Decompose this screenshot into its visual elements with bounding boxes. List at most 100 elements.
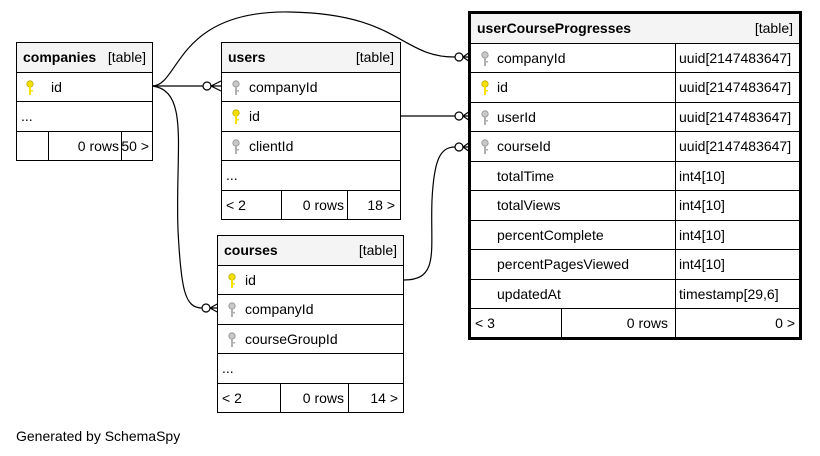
- footer-row: 0 rows 50 >: [17, 131, 152, 160]
- column-row[interactable]: id: [222, 102, 400, 132]
- column-name: id: [245, 271, 256, 288]
- table-companies[interactable]: companies [table] id ... 0 rows 50 >: [16, 42, 153, 161]
- column-type: int4[10]: [679, 226, 725, 243]
- column-name: courseId: [497, 138, 551, 154]
- column-type: int4[10]: [679, 256, 725, 272]
- column-row[interactable]: userId uuid[2147483647]: [471, 102, 799, 132]
- column-type: uuid[2147483647]: [679, 79, 792, 95]
- ellipsis: ...: [222, 360, 234, 376]
- footer-parents: < 2: [222, 389, 242, 406]
- divider: [675, 73, 676, 102]
- divider: [675, 279, 676, 308]
- column-row[interactable]: courseId uuid[2147483647]: [471, 132, 799, 162]
- column-name: id: [497, 79, 508, 95]
- column-name: userId: [497, 108, 536, 125]
- foreign-key-icon: [232, 79, 240, 95]
- footer-row: < 2 0 rows 18 >: [222, 190, 400, 219]
- column-type: timestamp[29,6]: [679, 285, 779, 302]
- column-name: id: [249, 108, 260, 124]
- column-row[interactable]: percentPagesViewed int4[10]: [471, 250, 799, 280]
- column-type: uuid[2147483647]: [679, 49, 792, 66]
- column-name: updatedAt: [497, 285, 561, 302]
- table-header: companies [table]: [17, 43, 152, 73]
- relation-companies-courses: [151, 85, 203, 309]
- table-type: [table]: [358, 242, 397, 258]
- column-row[interactable]: courseGroupId: [218, 325, 403, 354]
- column-row[interactable]: totalTime int4[10]: [471, 161, 799, 191]
- column-row[interactable]: clientId: [222, 132, 400, 161]
- column-row[interactable]: companyId uuid[2147483647]: [471, 43, 799, 73]
- column-row[interactable]: companyId: [218, 295, 403, 325]
- table-name: courses: [224, 242, 278, 258]
- column-name: totalTime: [497, 167, 555, 184]
- divider: [281, 190, 282, 219]
- table-header: userCourseProgresses [table]: [471, 14, 799, 44]
- footer-rows: 0 rows: [302, 196, 344, 213]
- footer-children: 14 >: [370, 389, 398, 406]
- column-name: companyId: [249, 78, 318, 95]
- divider: [48, 131, 49, 160]
- connector-circle: [454, 52, 464, 62]
- column-row[interactable]: percentComplete int4[10]: [471, 220, 799, 250]
- table-name: companies: [23, 49, 97, 65]
- divider: [675, 250, 676, 279]
- connector-circle: [454, 111, 464, 121]
- table-userCourseProgresses[interactable]: userCourseProgresses [table] companyId u…: [468, 11, 802, 340]
- divider: [561, 309, 562, 337]
- column-row[interactable]: id: [218, 266, 403, 295]
- connector-circle: [202, 81, 212, 91]
- column-row[interactable]: companyId: [222, 73, 400, 102]
- divider: [675, 309, 676, 337]
- foreign-key-icon: [481, 50, 489, 66]
- table-name: users: [228, 49, 266, 65]
- divider: [675, 161, 676, 190]
- column-row[interactable]: id: [17, 73, 152, 102]
- crowfoot-marker: [210, 80, 222, 92]
- foreign-key-icon: [228, 331, 236, 347]
- relation-companies-progress: [151, 11, 456, 87]
- table-header: courses [table]: [218, 236, 403, 266]
- table-users[interactable]: users [table] companyId id clientId ... …: [221, 42, 401, 220]
- footer-children: 18 >: [367, 196, 395, 213]
- generated-by-label: Generated by SchemaSpy: [16, 428, 181, 444]
- foreign-key-icon: [481, 109, 489, 125]
- divider: [280, 383, 281, 412]
- foreign-key-icon: [232, 138, 240, 154]
- footer-parents: < 3: [475, 315, 495, 331]
- footer-rows: 0 rows: [302, 389, 344, 406]
- primary-key-icon: [232, 109, 240, 124]
- footer-children: 50 >: [121, 137, 149, 154]
- footer-parents: < 2: [226, 196, 246, 213]
- divider: [675, 191, 676, 220]
- column-name: clientId: [249, 137, 294, 154]
- table-type: [table]: [107, 49, 146, 65]
- footer-children: 0 >: [775, 315, 795, 331]
- divider: [121, 131, 122, 160]
- column-name: companyId: [245, 301, 314, 317]
- primary-key-icon: [228, 272, 236, 288]
- column-type: int4[10]: [679, 197, 725, 213]
- ellipsis: ...: [21, 108, 33, 124]
- table-courses[interactable]: courses [table] id companyId courseGroup…: [217, 235, 404, 413]
- column-name: percentPagesViewed: [497, 256, 630, 272]
- column-row[interactable]: id uuid[2147483647]: [471, 73, 799, 103]
- column-type: uuid[2147483647]: [679, 108, 792, 125]
- foreign-key-icon: [228, 302, 236, 317]
- divider: [675, 102, 676, 131]
- connector-circle: [201, 303, 211, 313]
- column-name: totalViews: [497, 197, 561, 213]
- divider: [675, 220, 676, 249]
- column-row[interactable]: updatedAt timestamp[29,6]: [471, 279, 799, 309]
- table-header: users [table]: [222, 43, 400, 73]
- column-name: courseGroupId: [245, 330, 338, 347]
- divider: [675, 43, 676, 72]
- footer-row: < 3 0 rows 0 >: [471, 309, 799, 337]
- column-row[interactable]: totalViews int4[10]: [471, 191, 799, 221]
- footer-row: < 2 0 rows 14 >: [218, 383, 403, 412]
- primary-key-icon: [26, 79, 34, 95]
- column-type: int4[10]: [679, 167, 725, 184]
- relation-courses-progress: [403, 146, 456, 281]
- column-type: uuid[2147483647]: [679, 138, 792, 154]
- column-name: id: [51, 78, 62, 95]
- ellipsis-row: ...: [222, 161, 400, 191]
